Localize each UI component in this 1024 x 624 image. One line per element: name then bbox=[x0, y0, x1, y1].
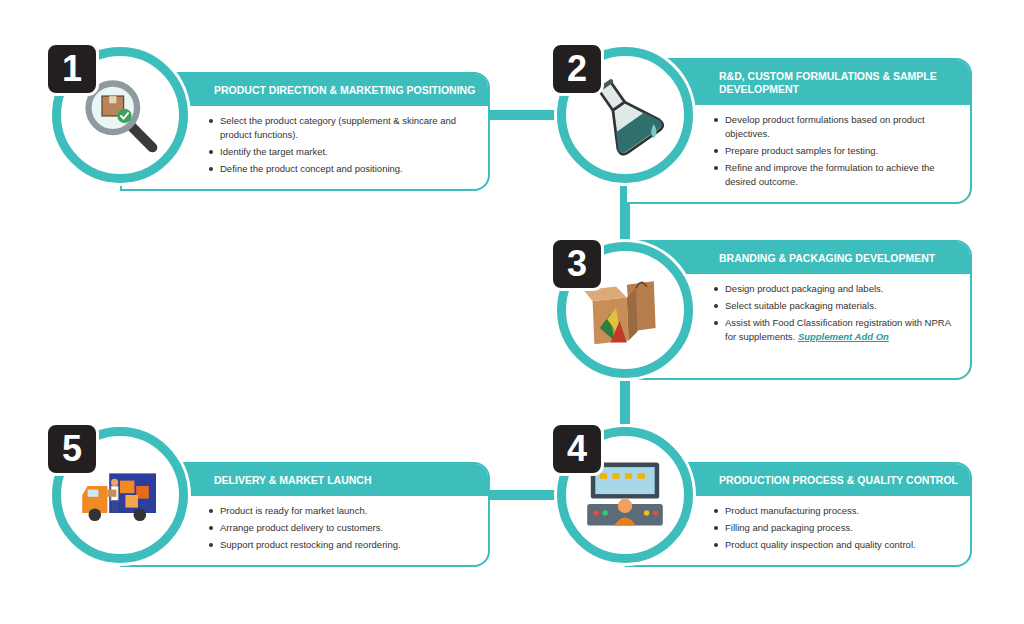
bullet-text: Select the product category (supplement … bbox=[220, 115, 456, 140]
step-title: PRODUCT DIRECTION & MARKETING POSITIONIN… bbox=[214, 84, 475, 96]
icon-part bbox=[600, 473, 607, 478]
bullet-text: Design product packaging and labels. bbox=[725, 283, 883, 294]
bullet-text: Develop product formulations based on pr… bbox=[725, 114, 925, 139]
step-number: 5 bbox=[45, 422, 99, 476]
bullet-text: Product manufacturing process. bbox=[725, 505, 859, 516]
bullet-item: Filling and packaging process. bbox=[725, 521, 958, 535]
step-title: PRODUCTION PROCESS & QUALITY CONTROL bbox=[719, 474, 958, 486]
add-on-note: Supplement Add On bbox=[798, 331, 889, 342]
step-circle: 2 bbox=[557, 47, 693, 183]
icon-part bbox=[609, 108, 663, 155]
icon-part bbox=[111, 479, 118, 486]
step-title: DELIVERY & MARKET LAUNCH bbox=[214, 474, 372, 486]
bullet-dot bbox=[714, 149, 718, 153]
bullet-dot bbox=[714, 304, 718, 308]
icon-part bbox=[112, 500, 115, 513]
icon-part bbox=[107, 490, 116, 497]
icon-part bbox=[618, 499, 632, 513]
bullet-item: Product manufacturing process. bbox=[725, 504, 958, 518]
bullet-item: Define the product concept and positioni… bbox=[220, 162, 476, 176]
step-number: 4 bbox=[550, 422, 604, 476]
bullet-text: Prepare product samples for testing. bbox=[725, 145, 878, 156]
bullet-dot bbox=[209, 150, 213, 154]
icon-part bbox=[89, 509, 102, 522]
bullet-text: Product is ready for market launch. bbox=[220, 505, 367, 516]
bullet-dot bbox=[209, 167, 213, 171]
bullet-item: Assist with Food Classification registra… bbox=[725, 316, 958, 344]
icon-part bbox=[134, 509, 147, 522]
bullet-item: Develop product formulations based on pr… bbox=[725, 113, 958, 141]
bullet-item: Design product packaging and labels. bbox=[725, 282, 958, 296]
icon-part bbox=[131, 126, 153, 148]
bullet-dot bbox=[714, 287, 718, 291]
bullet-dot bbox=[209, 543, 213, 547]
bullet-dot bbox=[209, 119, 213, 123]
bullet-item: Support product restocking and reorderin… bbox=[220, 538, 476, 552]
icon-part bbox=[625, 473, 632, 478]
icon-part bbox=[612, 473, 619, 478]
step-title: BRANDING & PACKAGING DEVELOPMENT bbox=[719, 252, 935, 264]
step-circle: 3 bbox=[557, 242, 693, 378]
bullet-text: Product quality inspection and quality c… bbox=[725, 539, 916, 550]
bullet-item: Refine and improve the formulation to ac… bbox=[725, 161, 958, 189]
icon-part bbox=[598, 91, 665, 156]
bullet-dot bbox=[714, 509, 718, 513]
step-circle: 4 bbox=[557, 427, 693, 563]
bullet-item: Product is ready for market launch. bbox=[220, 504, 476, 518]
icon-part bbox=[117, 109, 131, 123]
bullet-text: Support product restocking and reorderin… bbox=[220, 539, 401, 550]
icon-part bbox=[136, 486, 149, 499]
bullet-text: Filling and packaging process. bbox=[725, 522, 853, 533]
bullet-dot bbox=[714, 166, 718, 170]
icon-part bbox=[125, 495, 138, 508]
icon-part bbox=[116, 500, 119, 513]
bullet-text: Select suitable packaging materials. bbox=[725, 300, 877, 311]
icon-part bbox=[636, 283, 647, 289]
bullet-text: Refine and improve the formulation to ac… bbox=[725, 162, 935, 187]
icon-part bbox=[614, 518, 636, 526]
bullet-item: Arrange product delivery to customers. bbox=[220, 521, 476, 535]
icon-part bbox=[595, 467, 654, 494]
icon-part bbox=[120, 481, 134, 494]
icon-part bbox=[593, 297, 629, 344]
bullet-item: Select the product category (supplement … bbox=[220, 114, 476, 142]
bullet-item: Identify the target market. bbox=[220, 145, 476, 159]
icon-part bbox=[653, 510, 658, 515]
bullet-item: Prepare product samples for testing. bbox=[725, 144, 958, 158]
bullet-dot bbox=[714, 526, 718, 530]
icon-part bbox=[651, 124, 656, 138]
bullet-text: Define the product concept and positioni… bbox=[220, 163, 403, 174]
icon-part bbox=[627, 288, 638, 340]
bullet-dot bbox=[209, 526, 213, 530]
icon-part bbox=[109, 96, 116, 103]
bullet-text: Arrange product delivery to customers. bbox=[220, 522, 383, 533]
step-circle: 5 bbox=[52, 427, 188, 563]
bullet-dot bbox=[209, 509, 213, 513]
step-number: 3 bbox=[550, 237, 604, 291]
icon-part bbox=[603, 510, 608, 515]
icon-part bbox=[644, 510, 649, 515]
icon-part bbox=[638, 473, 645, 478]
bullet-text: Identify the target market. bbox=[220, 146, 328, 157]
bullet-item: Product quality inspection and quality c… bbox=[725, 538, 958, 552]
step-title: R&D, CUSTOM FORMULATIONS & SAMPLE DEVELO… bbox=[719, 70, 937, 95]
icon-part bbox=[594, 510, 599, 515]
step-number: 1 bbox=[45, 42, 99, 96]
bullet-item: Select suitable packaging materials. bbox=[725, 299, 958, 313]
step-number: 2 bbox=[550, 42, 604, 96]
bullet-dot bbox=[714, 543, 718, 547]
icon-part bbox=[121, 113, 128, 118]
step-circle: 1 bbox=[52, 47, 188, 183]
icon-part bbox=[611, 321, 627, 343]
bullet-dot bbox=[714, 321, 718, 325]
icon-part bbox=[88, 490, 99, 497]
bullet-dot bbox=[714, 118, 718, 122]
step-connector bbox=[620, 378, 630, 427]
